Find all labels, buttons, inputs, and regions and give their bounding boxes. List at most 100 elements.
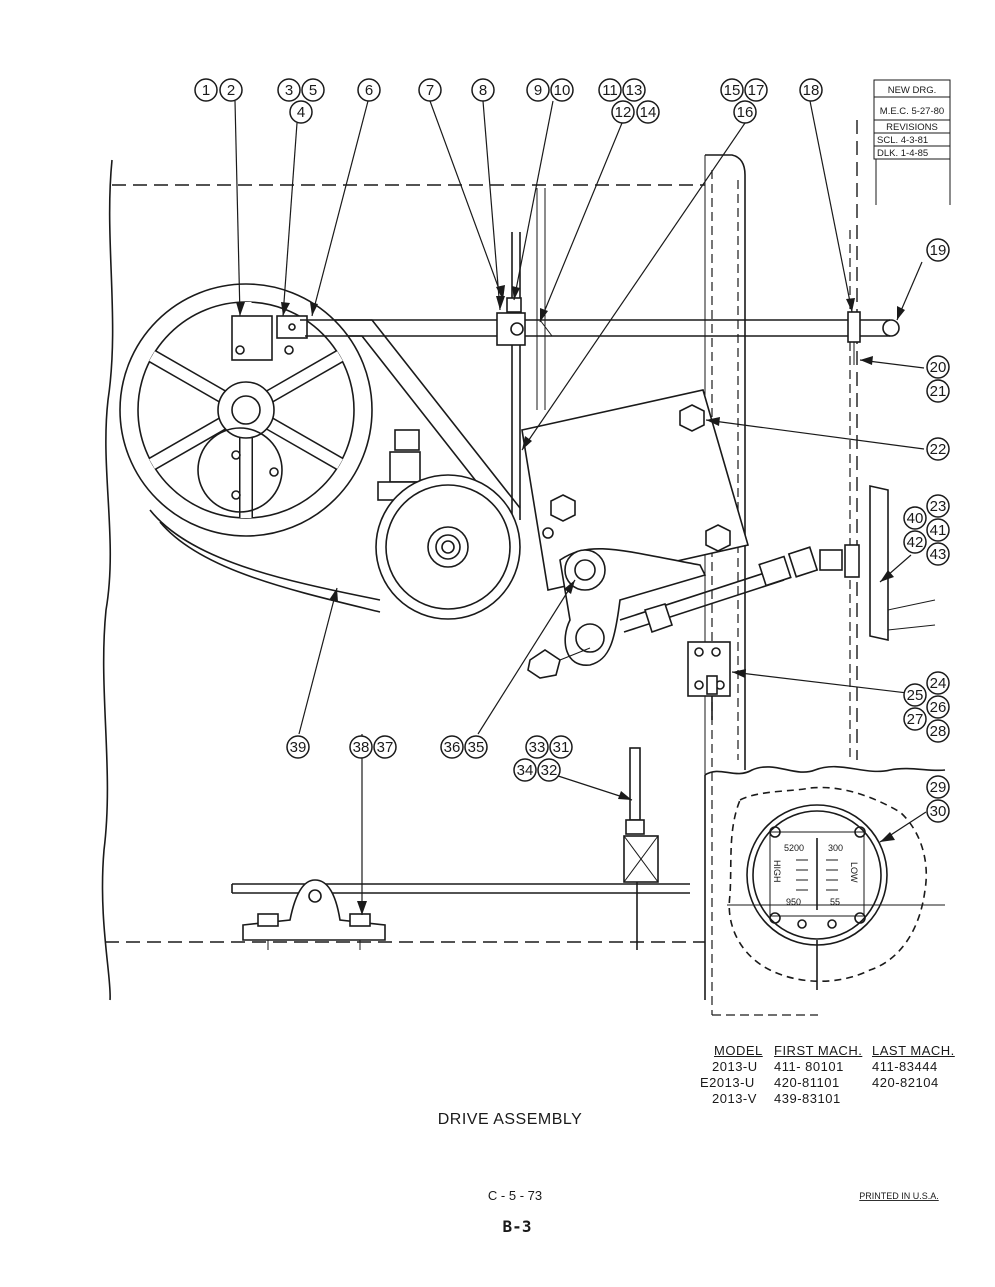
svg-text:32: 32 [541,762,558,779]
svg-text:38: 38 [353,739,370,756]
small-pulley [375,474,521,620]
svg-text:3: 3 [285,82,293,99]
row-3-model: 2013-V [712,1091,757,1106]
callouts: 1 2 3 5 4 6 7 8 9 10 11 13 12 14 15 17 1… [194,78,950,823]
callout-21: 21 [926,379,950,403]
row-2-first: 420-81101 [774,1075,840,1090]
callout-1: 1 [194,78,218,102]
control-knob-housing [869,485,936,641]
svg-text:5: 5 [309,82,317,99]
callout-19: 19 [926,238,950,262]
callout-33: 33 [525,735,549,759]
callout-12: 12 [611,100,635,124]
base-bracket [231,879,690,950]
svg-text:20: 20 [930,359,947,376]
rev-revisions-label: REVISIONS [886,122,938,133]
gauge-low-bottom: 55 [830,897,840,907]
callout-30: 30 [926,799,950,823]
svg-text:40: 40 [907,510,924,527]
callout-5: 5 [301,78,325,102]
model-header: MODEL [714,1043,763,1058]
callout-10: 10 [550,78,574,102]
first-mach-header: FIRST MACH. [774,1043,863,1058]
svg-text:4: 4 [297,104,305,121]
svg-text:8: 8 [479,82,487,99]
svg-text:27: 27 [907,711,924,728]
callout-35: 35 [464,735,488,759]
svg-text:12: 12 [615,104,632,121]
callout-34: 34 [513,758,537,782]
svg-text:25: 25 [907,687,924,704]
callout-22: 22 [926,437,950,461]
callout-39: 39 [286,735,310,759]
callout-40: 40 [903,506,927,530]
rev-entry-2: DLK. 1-4-85 [877,148,928,159]
speed-gauge: 5200 300 950 55 HIGH LOW [727,786,945,990]
row-1-model: 2013-U [712,1059,758,1074]
svg-text:31: 31 [553,739,570,756]
svg-text:18: 18 [803,82,820,99]
gauge-high-label: HIGH [772,860,782,883]
leader-lines [234,100,927,915]
svg-text:43: 43 [930,546,947,563]
svg-text:39: 39 [290,739,307,756]
lever-arm [527,527,860,679]
row-3-first: 439-83101 [774,1091,841,1106]
svg-text:7: 7 [426,82,434,99]
svg-text:13: 13 [626,82,643,99]
callout-16: 16 [733,100,757,124]
callout-43: 43 [926,542,950,566]
callout-32: 32 [537,758,561,782]
svg-text:30: 30 [930,803,947,820]
vertical-rod [496,188,553,520]
callout-17: 17 [744,78,768,102]
svg-text:22: 22 [930,441,947,458]
callout-24: 24 [926,671,950,695]
callout-7: 7 [418,78,442,102]
switch-block [687,641,731,720]
callout-26: 26 [926,695,950,719]
v-belt [149,319,521,613]
svg-text:10: 10 [554,82,571,99]
row-2-model: E2013-U [700,1075,755,1090]
callout-23: 23 [926,494,950,518]
svg-text:28: 28 [930,723,947,740]
large-pulley [119,283,373,537]
svg-text:41: 41 [930,522,947,539]
svg-text:37: 37 [377,739,394,756]
svg-text:2: 2 [227,82,235,99]
callout-4: 4 [289,100,313,124]
gauge-low-top: 300 [828,843,843,853]
svg-text:26: 26 [930,699,947,716]
svg-text:9: 9 [534,82,542,99]
callout-9: 9 [526,78,550,102]
callout-2: 2 [219,78,243,102]
callout-13: 13 [622,78,646,102]
svg-text:24: 24 [930,675,947,692]
last-mach-header: LAST MACH. [872,1043,955,1058]
callout-8: 8 [471,78,495,102]
callout-18: 18 [799,78,823,102]
svg-text:19: 19 [930,242,947,259]
callout-37: 37 [373,735,397,759]
svg-text:33: 33 [529,739,546,756]
revision-block: NEW DRG. M.E.C. 5-27-80 REVISIONS SCL. 4… [873,79,951,205]
drawing-code: C - 5 - 73 [488,1188,542,1203]
svg-text:6: 6 [365,82,373,99]
svg-text:35: 35 [468,739,485,756]
callout-29: 29 [926,775,950,799]
svg-text:42: 42 [907,534,924,551]
callout-41: 41 [926,518,950,542]
row-2-last: 420-82104 [872,1075,939,1090]
callout-38: 38 [349,735,373,759]
svg-text:16: 16 [737,104,754,121]
callout-42: 42 [903,530,927,554]
drawing-title: DRIVE ASSEMBLY [438,1111,583,1128]
callout-36: 36 [440,735,464,759]
threaded-rod [623,747,659,950]
printed-in-usa: PRINTED IN U.S.A. [859,1191,939,1201]
rev-new-drawing: NEW DRG. [888,85,937,96]
callout-15: 15 [720,78,744,102]
drive-shaft [300,311,900,365]
